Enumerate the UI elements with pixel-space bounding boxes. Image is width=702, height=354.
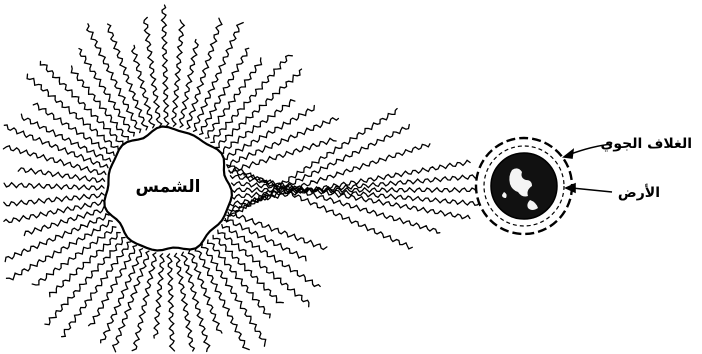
sun-ray xyxy=(45,238,125,325)
sun-ray xyxy=(154,254,164,338)
sun-ray xyxy=(144,17,162,126)
sun-ray xyxy=(225,219,306,261)
sun-ray xyxy=(218,230,309,307)
sun-ray xyxy=(4,125,108,168)
sun-ray xyxy=(4,193,104,206)
sun-ray xyxy=(175,253,195,351)
sun-ray xyxy=(220,100,295,154)
sun-ray xyxy=(18,168,104,182)
sun-label: الشمس xyxy=(136,177,201,197)
sun-ray xyxy=(132,45,155,127)
sun-ray xyxy=(89,246,137,326)
sun-ray xyxy=(194,23,244,132)
earth-label: الأرض xyxy=(618,184,660,201)
sun-ray xyxy=(79,49,134,136)
sun-ray xyxy=(32,227,116,285)
sun-ray xyxy=(162,5,169,126)
sun-ray xyxy=(167,254,174,351)
sun-ray xyxy=(50,233,121,297)
sun-ray xyxy=(4,183,104,190)
sun-ray xyxy=(202,244,266,346)
sun-ray xyxy=(211,55,292,142)
atmosphere-label: الغلاف الجوي xyxy=(601,136,692,153)
sun-ray xyxy=(5,214,109,262)
sun-ray xyxy=(108,24,148,130)
sun-ray xyxy=(27,74,118,150)
sun-ray xyxy=(40,61,123,144)
sun-ray xyxy=(228,212,327,249)
sun-ray xyxy=(33,103,114,155)
rays-toward-earth xyxy=(224,109,482,249)
sun-ray xyxy=(222,225,320,287)
